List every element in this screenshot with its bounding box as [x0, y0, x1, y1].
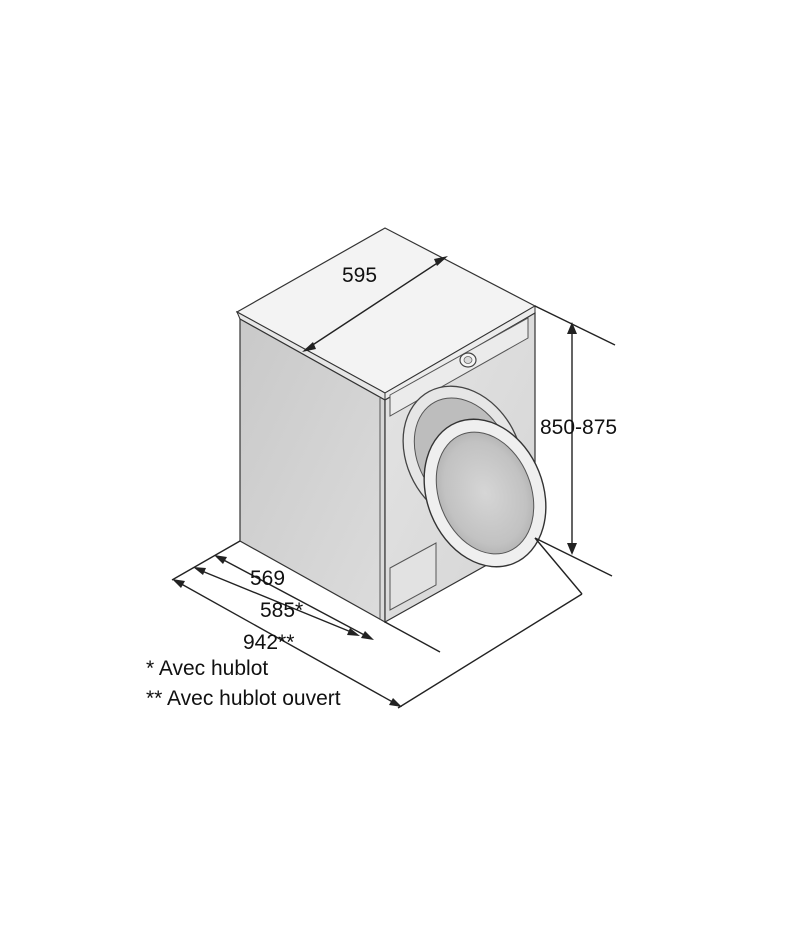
height-arrow-bottom [567, 543, 577, 555]
depth-door-arrow-front [347, 628, 360, 636]
control-panel-display [389, 317, 529, 417]
depth-extension-door [534, 537, 583, 595]
width-arrow-right [434, 256, 448, 266]
depth-body-label: 569 [250, 567, 285, 590]
depth-door-line [196, 568, 357, 635]
width-dimension-line [304, 257, 446, 351]
footnotes: * Avec hublot ** Avec hublot ouvert [146, 657, 341, 710]
width-arrow-left [302, 342, 316, 352]
depth-door-arrow-back [193, 567, 206, 575]
footnote-with-door-open: ** Avec hublot ouvert [146, 687, 341, 710]
depth-door-open-arrow-front [389, 698, 402, 707]
footnote-with-door: * Avec hublot [146, 657, 268, 680]
washer-body [235, 227, 547, 624]
depth-dimensions: 569 585* 942** [171, 537, 583, 709]
door-glass [435, 431, 535, 555]
depth-body-line [217, 556, 371, 639]
depth-door-open-arrow-back [172, 579, 185, 588]
depth-body-arrow-back [214, 555, 227, 564]
height-dimension: 850-875 [534, 305, 617, 577]
program-knob-center [463, 356, 473, 364]
depth-door-label: 585* [260, 599, 303, 622]
depth-door-open-line [175, 580, 399, 706]
height-extension-top [534, 305, 616, 346]
width-dimension-label: 595 [342, 264, 377, 287]
height-dimension-label: 850-875 [540, 416, 617, 439]
depth-extension-back [171, 540, 241, 581]
height-arrow-top [567, 322, 577, 334]
depth-extension-front [384, 621, 441, 653]
width-dimension: 595 [302, 256, 448, 352]
depth-body-arrow-front [361, 631, 374, 640]
height-extension-bottom [534, 537, 613, 577]
depth-extension-door-open [397, 593, 583, 709]
depth-door-open-label: 942** [243, 631, 294, 654]
service-hatch [389, 542, 437, 611]
